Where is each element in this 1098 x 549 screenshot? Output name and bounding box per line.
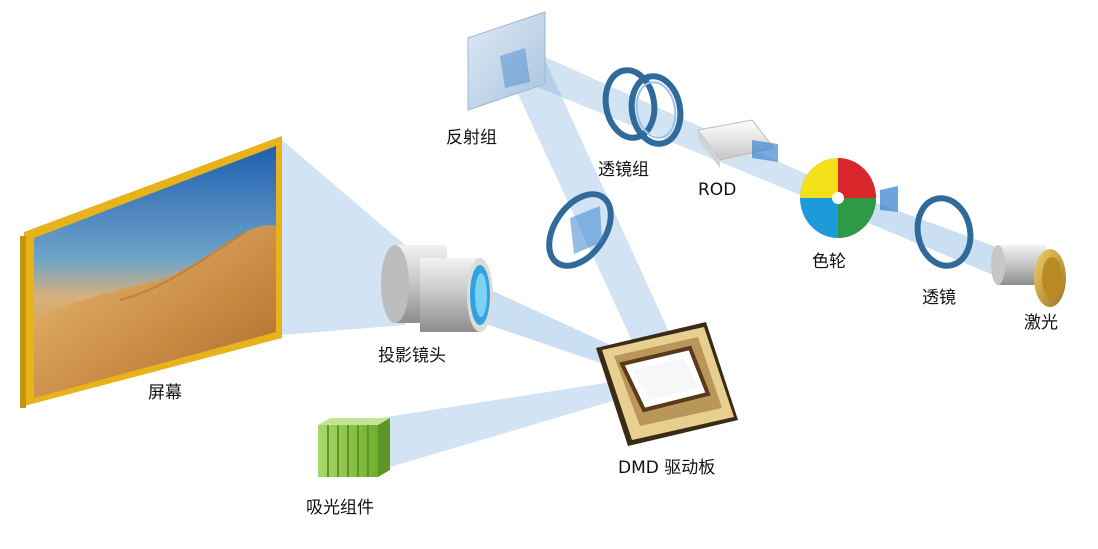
screen-dune-ridge	[119, 231, 246, 301]
label-projection-lens: 投影镜头	[378, 346, 446, 366]
label-reflector-group: 反射组	[446, 128, 497, 148]
lens-group-icon	[602, 67, 684, 147]
beam-laser-to-wheel	[842, 190, 1010, 282]
beam-dmd-to-absorber	[380, 376, 650, 470]
projection-screen	[20, 136, 282, 408]
lens-ring-icon	[546, 191, 614, 269]
laser-module-icon	[991, 245, 1066, 307]
heat-sink-icon	[318, 418, 390, 477]
label-color-wheel: 色轮	[812, 252, 846, 272]
beam-lens-to-screen	[282, 140, 405, 335]
label-lens: 透镜	[922, 288, 956, 308]
label-lens-group: 透镜组	[598, 160, 649, 180]
label-dmd-board: DMD 驱动板	[618, 458, 716, 478]
label-rod: ROD	[698, 180, 737, 200]
lens-ring-icon-right	[914, 195, 974, 269]
color-wheel-icon	[800, 158, 898, 238]
screen-dunes	[34, 225, 276, 398]
label-absorber: 吸光组件	[306, 498, 374, 518]
label-screen: 屏幕	[148, 383, 182, 403]
label-laser: 激光	[1024, 313, 1058, 333]
dmd-chip-icon	[596, 322, 738, 446]
mirror-icon	[467, 11, 546, 111]
projection-lens-icon	[381, 245, 493, 332]
rod-icon	[697, 119, 778, 168]
screen-edge	[20, 236, 26, 408]
